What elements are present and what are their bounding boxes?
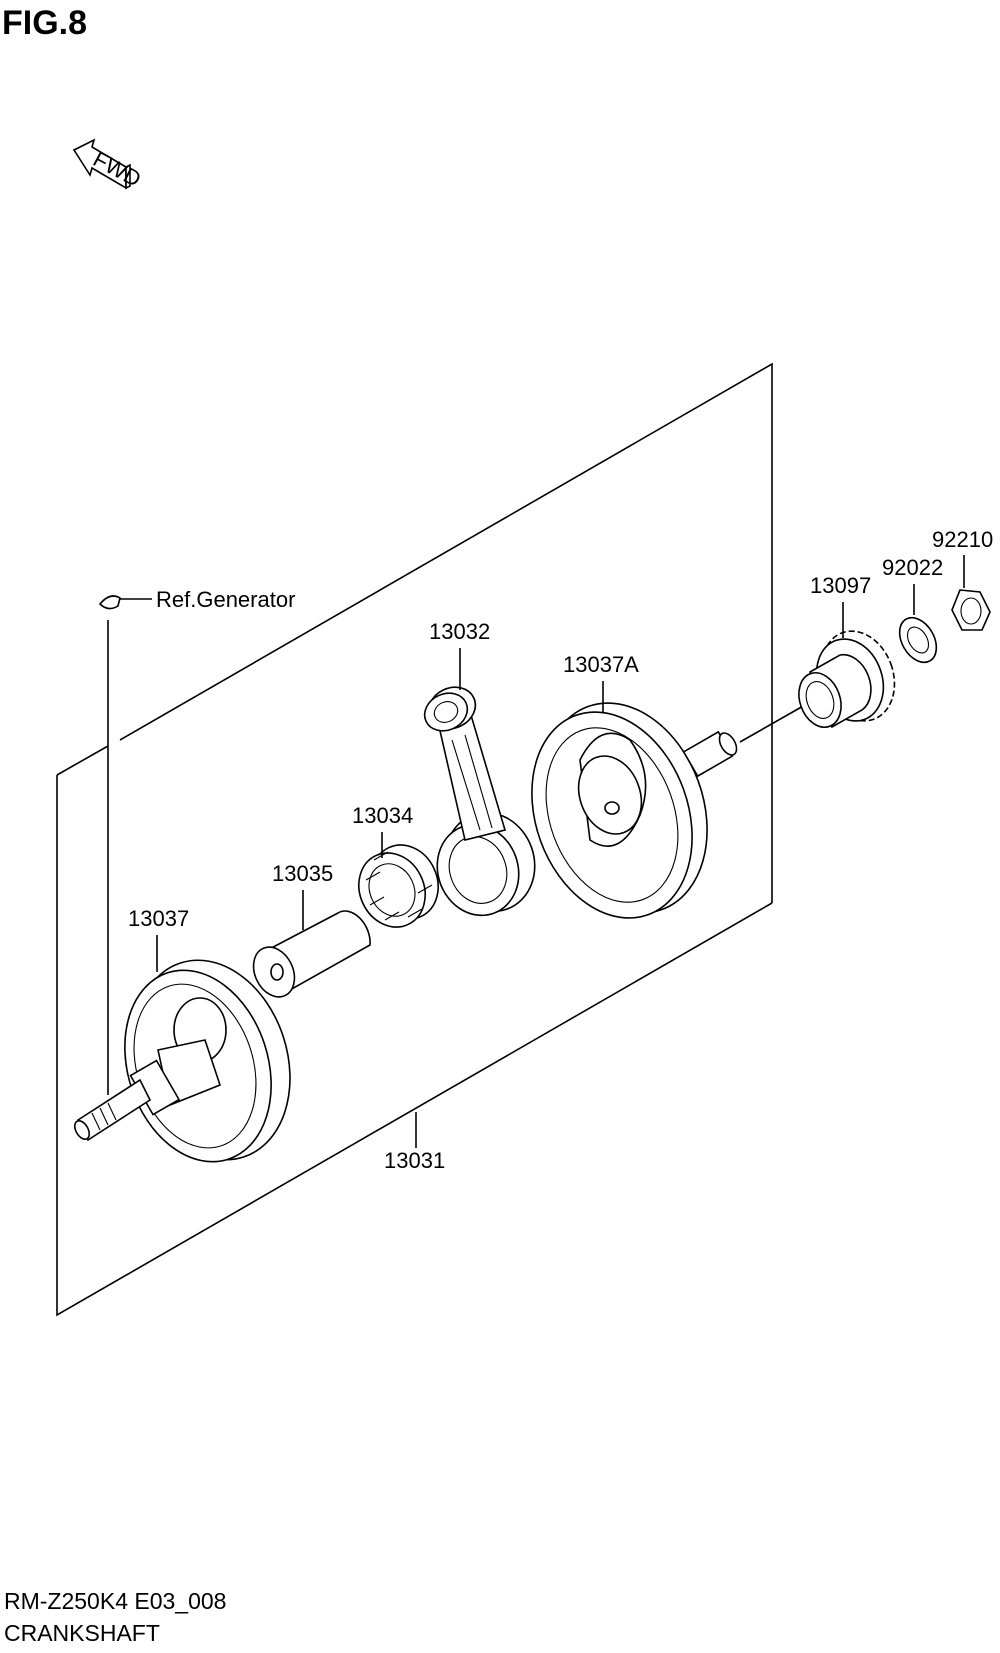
section-name: CRANKSHAFT: [4, 1620, 160, 1646]
needle-bearing-part: [358, 844, 439, 928]
figure-title: FIG.8: [2, 4, 88, 42]
ref-generator-label: Ref.Generator: [156, 587, 295, 612]
part-label-13034: 13034: [352, 803, 413, 828]
part-label-13032: 13032: [429, 619, 490, 644]
woodruff-key-part: [98, 595, 152, 1095]
crank-web-right-part: [531, 702, 738, 919]
part-label-13037A: 13037A: [563, 652, 639, 677]
part-label-92210: 92210: [932, 527, 993, 552]
crank-pin-part: [252, 910, 371, 998]
nut-part: [951, 589, 991, 631]
part-label-13097: 13097: [810, 573, 871, 598]
fwd-label: FWD: [89, 146, 145, 192]
model-code: RM-Z250K4 E03_008: [4, 1588, 227, 1614]
connecting-rod-part: [423, 686, 536, 917]
crank-web-left-part: [73, 959, 291, 1163]
part-label-13037: 13037: [128, 906, 189, 931]
shaft-axis-line: [739, 704, 806, 743]
fwd-arrow-icon: FWD: [72, 138, 145, 192]
part-label-13031: 13031: [384, 1148, 445, 1173]
washer-part: [898, 616, 938, 664]
primary-gear-part: [798, 630, 896, 729]
part-label-92022: 92022: [882, 555, 943, 580]
part-label-13035: 13035: [272, 861, 333, 886]
